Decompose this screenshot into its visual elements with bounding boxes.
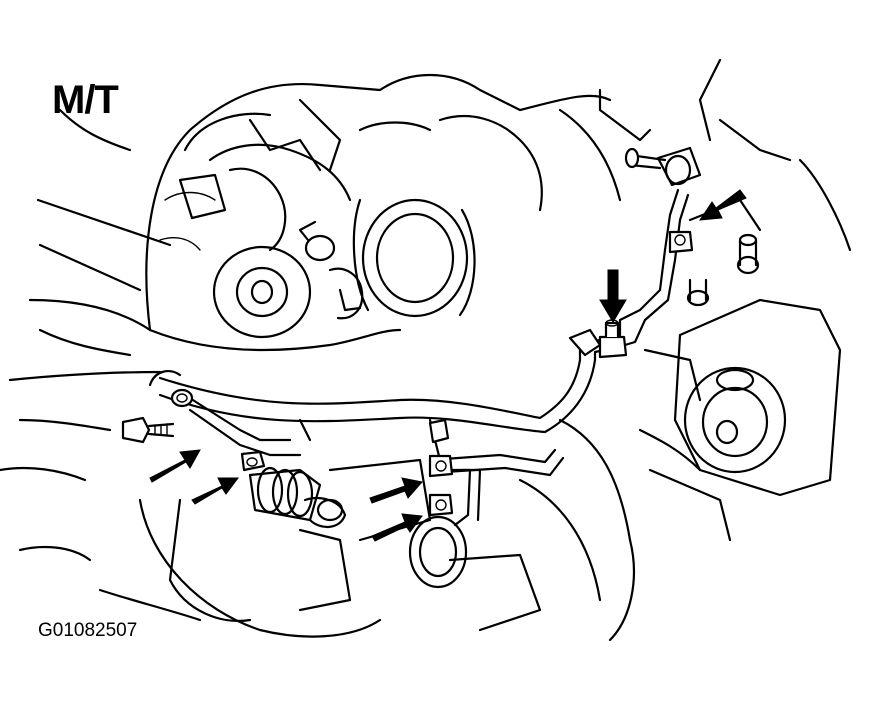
throttle-body xyxy=(352,198,476,318)
transmission-type-label: M/T xyxy=(52,78,119,122)
transmission-case xyxy=(98,418,636,642)
bolt-icon xyxy=(121,147,694,517)
sensor xyxy=(298,220,336,262)
hose-loop xyxy=(408,468,482,589)
pulley-left xyxy=(212,245,312,339)
left-frame xyxy=(0,108,172,562)
engine-block xyxy=(145,74,612,352)
release-cylinder xyxy=(248,466,347,528)
figure-code: G01082507 xyxy=(38,620,138,641)
engine-mount xyxy=(558,58,852,542)
pipe-clamp-icon xyxy=(428,146,702,444)
pointer-arrow-icon xyxy=(149,189,747,542)
cam-cover xyxy=(178,173,364,320)
